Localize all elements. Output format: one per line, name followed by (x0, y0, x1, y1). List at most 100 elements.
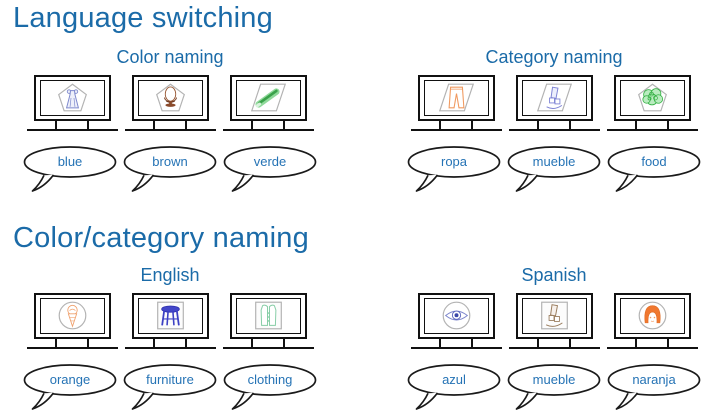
green-vest-icon (254, 301, 282, 330)
speech-bubble-shape (607, 364, 701, 410)
monitor-screen (619, 80, 685, 116)
monitor-stand-base (606, 347, 698, 349)
monitor-stand-leg (666, 121, 669, 129)
orange-ice-cream-cone-icon (58, 301, 86, 330)
monitor-frame (229, 293, 307, 339)
blue-dress-icon (57, 83, 87, 112)
group-category-naming: Category naming (406, 45, 702, 196)
monitor-frame (417, 293, 495, 339)
monitor-stand-base (508, 347, 600, 349)
speech-bubble: blue (23, 146, 117, 196)
bubble-word: brown (152, 154, 188, 169)
monitor-blue-stool (124, 293, 216, 351)
subtitle-english: English (140, 265, 200, 285)
speech-bubble: food (607, 146, 701, 196)
monitor-frame (229, 75, 307, 121)
green-marker-icon (250, 83, 286, 112)
monitor-stand-leg (470, 339, 473, 347)
bubble-word: azul (442, 372, 466, 387)
monitor-stand-leg (666, 339, 669, 347)
monitor-blue-eye (410, 293, 502, 351)
monitor-screen (423, 298, 489, 334)
monitor-stand-leg (282, 339, 285, 347)
monitor-stand-leg (634, 339, 637, 347)
section-title-language-switching: Language switching (13, 2, 273, 34)
speech-bubble-shape (23, 364, 117, 410)
monitor-stand-leg (536, 339, 539, 347)
monitor-stand-leg (86, 339, 89, 347)
monitor-screen (39, 80, 105, 116)
speech-bubble: furniture (123, 364, 217, 414)
monitor-stand-base (410, 347, 502, 349)
speech-bubble-shape (223, 364, 317, 410)
monitor-screen (619, 298, 685, 334)
bubble-word: naranja (632, 372, 676, 387)
brown-rocking-chair-icon (540, 301, 568, 330)
monitor-stand-leg (470, 121, 473, 129)
speech-bubble-shape (123, 364, 217, 410)
bubble-word: blue (57, 154, 83, 169)
blue-rocking-chair-icon (536, 83, 572, 112)
monitor-stand-leg (438, 339, 441, 347)
monitor-stand-base (222, 347, 314, 349)
monitor-stand-leg (536, 121, 539, 129)
speech-bubble: ropa (407, 146, 501, 196)
monitor-frame (515, 293, 593, 339)
monitor-stand-leg (634, 121, 637, 129)
section-title-color-category-naming: Color/category naming (13, 222, 309, 254)
monitor-brown-egg-cup (124, 75, 216, 133)
monitor-orange-ice-cream-cone (26, 293, 118, 351)
speech-bubble: brown (123, 146, 217, 196)
monitor-screen (521, 80, 587, 116)
monitor-stand-leg (152, 121, 155, 129)
bubble-row: ropa mueble food (406, 146, 702, 196)
monitor-stand-base (410, 129, 502, 131)
monitor-stand-base (508, 129, 600, 131)
monitor-frame (613, 293, 691, 339)
monitor-frame (515, 75, 593, 121)
monitor-orange-pants (410, 75, 502, 133)
bubble-word: verde (253, 154, 287, 169)
monitor-stand-base (222, 129, 314, 131)
speech-bubble: mueble (507, 364, 601, 414)
monitor-screen (137, 80, 203, 116)
monitor-green-broccoli (606, 75, 698, 133)
monitor-stand-leg (438, 121, 441, 129)
bubble-row: orange furniture clothing (22, 364, 318, 414)
monitor-stand-base (26, 347, 118, 349)
bubble-row: blue brown verde (22, 146, 318, 196)
speech-bubble-shape (407, 364, 501, 410)
monitor-frame (131, 75, 209, 121)
bubble-word: furniture (146, 372, 194, 387)
monitor-stand-leg (86, 121, 89, 129)
monitor-row (406, 75, 702, 133)
speech-bubble: mueble (507, 146, 601, 196)
monitor-blue-dress (26, 75, 118, 133)
monitor-screen (423, 80, 489, 116)
monitor-stand-leg (250, 339, 253, 347)
monitor-screen (39, 298, 105, 334)
monitor-frame (131, 293, 209, 339)
monitor-screen (235, 298, 301, 334)
speech-bubble-shape (607, 146, 701, 192)
bubble-row: azul mueble naranja (406, 364, 702, 414)
speech-bubble-shape (223, 146, 317, 192)
monitor-stand-leg (568, 121, 571, 129)
speech-bubble-shape (23, 146, 117, 192)
monitor-frame (33, 75, 111, 121)
monitor-stand-leg (184, 339, 187, 347)
green-broccoli-icon (637, 83, 667, 112)
monitor-stand-leg (250, 121, 253, 129)
subtitle-color-naming: Color naming (116, 47, 224, 67)
speech-bubble: naranja (607, 364, 701, 414)
monitor-frame (33, 293, 111, 339)
speech-bubble-shape (123, 146, 217, 192)
bubble-word: mueble (532, 154, 576, 169)
monitor-stand-base (124, 129, 216, 131)
speech-bubble-shape (507, 146, 601, 192)
monitor-brown-rocking-chair (508, 293, 600, 351)
monitor-stand-base (124, 347, 216, 349)
monitor-stand-leg (54, 121, 57, 129)
monitor-row (22, 293, 318, 351)
